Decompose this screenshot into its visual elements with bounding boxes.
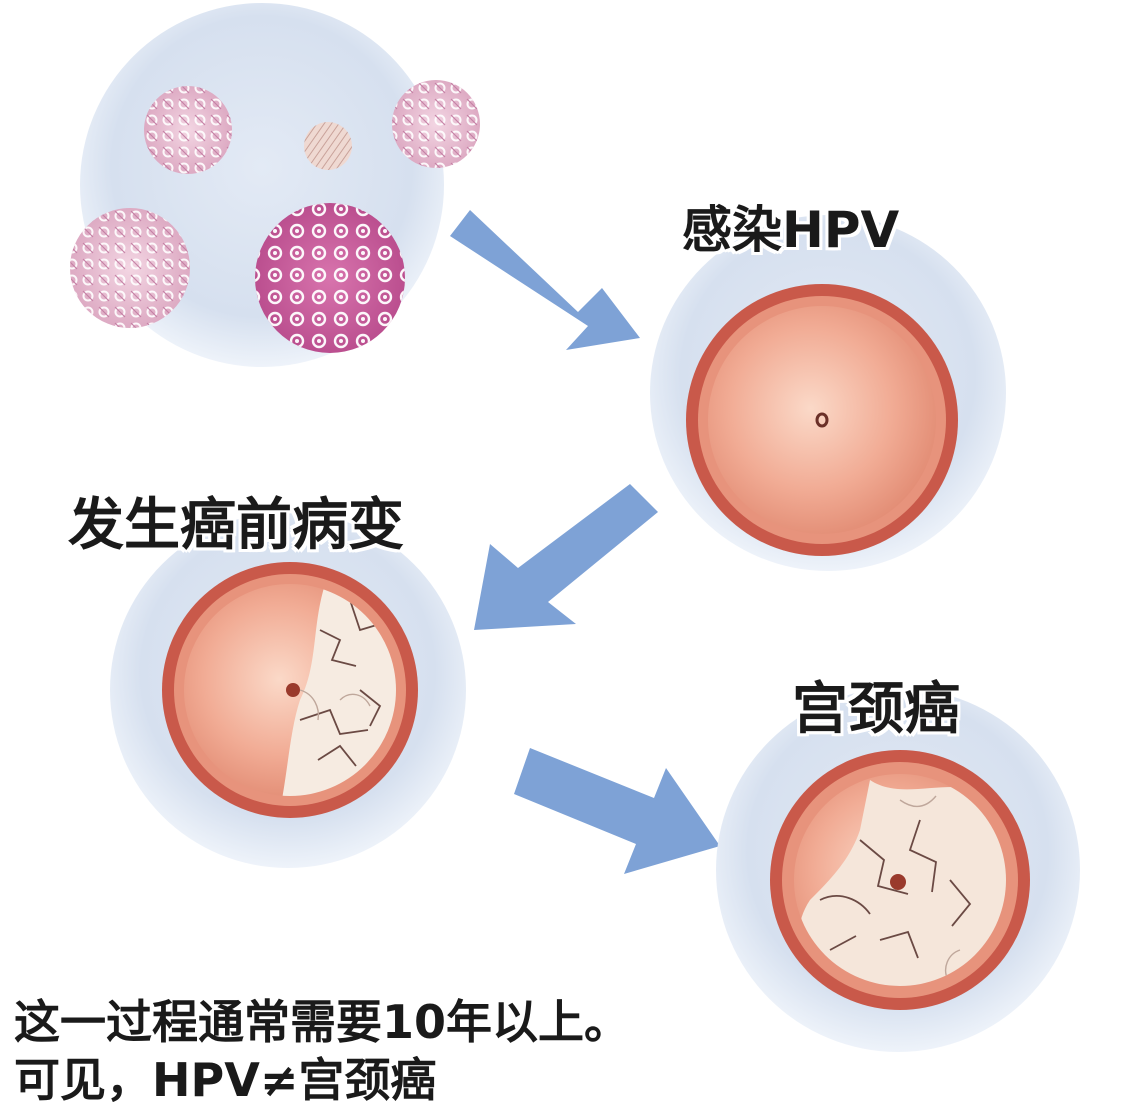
os-dot-icon (890, 874, 906, 890)
cancer-cervix-stage (716, 688, 1080, 1052)
os-dot-icon (815, 412, 829, 428)
precancer-cervix-stage (110, 512, 466, 868)
virus-particle-icon (255, 203, 405, 353)
virus-particle-icon (70, 208, 190, 328)
footer-note-line2: 可见，HPV≠宫颈癌 (14, 1053, 437, 1107)
precancer-label: 发生癌前病变 (68, 493, 404, 558)
arrow-right-down-icon (450, 210, 640, 350)
virus-cluster-stage (70, 3, 480, 367)
arrow-right-down-icon (514, 748, 720, 874)
infection-label: 感染HPV (682, 201, 900, 259)
virus-fragment-icon (304, 122, 352, 170)
footer-note-line1: 这一过程通常需要10年以上。 (14, 995, 631, 1049)
virus-particle-icon (392, 80, 480, 168)
infected-cervix-stage (650, 215, 1006, 571)
cancer-label: 宫颈癌 (792, 677, 960, 742)
os-dot-icon (286, 683, 300, 697)
arrow-left-down-icon (474, 484, 658, 630)
virus-particle-icon (144, 86, 232, 174)
